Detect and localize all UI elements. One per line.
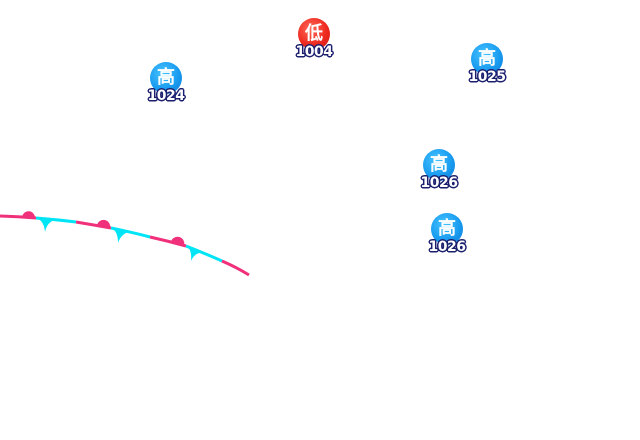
warm-front-semicircle-icon [171,236,185,246]
warm-front-semicircle-icon [97,219,111,228]
pressure-center-high[interactable]: 高 1024 [136,62,196,104]
cold-front-triangle-icon [112,228,129,243]
stationary-front [0,214,250,277]
cold-front-triangle-icon [37,218,55,232]
pressure-value: 1004 [295,44,333,60]
high-pressure-icon: 高 [471,43,503,75]
cold-front-triangles [37,218,203,261]
warm-front-segment [149,235,187,248]
pressure-value: 1026 [428,239,466,255]
pressure-center-high[interactable]: 高 1026 [417,213,477,255]
pressure-center-low[interactable]: 低 1004 [284,18,344,60]
pressure-center-high[interactable]: 高 1026 [409,149,469,191]
cold-front-triangle-icon [187,246,203,261]
low-pressure-icon: 低 [298,18,330,50]
warm-front-semicircle-icon [22,211,36,218]
high-pressure-icon: 高 [431,213,463,245]
warm-front-segment [221,259,250,277]
cold-front-segment [110,226,151,239]
cold-front-segment [35,216,77,224]
warm-front-segment [75,220,112,230]
warm-front-semicircles [22,211,185,246]
pressure-value: 1026 [420,175,458,191]
pressure-value: 1024 [147,88,185,104]
pressure-center-high[interactable]: 高 1025 [457,43,517,85]
pressure-value: 1025 [468,69,506,85]
cold-front-segment [185,244,223,263]
high-pressure-icon: 高 [150,62,182,94]
high-pressure-icon: 高 [423,149,455,181]
